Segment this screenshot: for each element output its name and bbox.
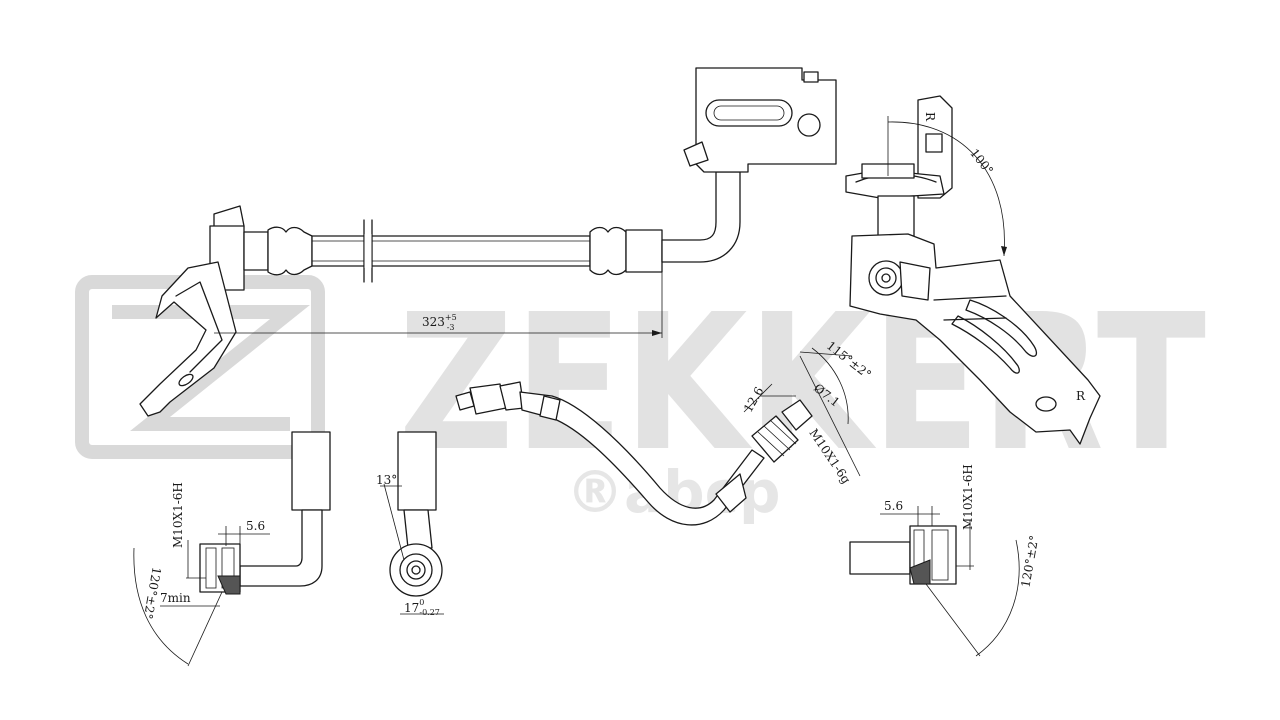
left-bracket-hole	[178, 373, 194, 387]
steel-pipe-bend	[661, 171, 741, 263]
angle-100-arrow	[1001, 246, 1007, 256]
center-detail-sleeve	[397, 431, 437, 511]
right-angle-label: 120°±2°	[1018, 534, 1041, 588]
top-clip-tab	[803, 71, 819, 83]
right-width-label: 5.6	[884, 499, 903, 513]
center-detail-nut	[389, 543, 443, 597]
left-detail: M10X1-6H 5.6 7min 120°±2°	[133, 431, 331, 667]
right-angle-leg	[925, 583, 981, 657]
center-detail-pipe	[403, 509, 433, 549]
top-bracket-slot-inner	[713, 105, 785, 121]
right-lower-mark: R	[1076, 389, 1086, 403]
hose-body	[311, 235, 591, 267]
top-bracket-slot	[705, 99, 793, 127]
mid-pipe-body	[519, 391, 765, 526]
break-gap	[364, 234, 372, 268]
right-bracket-hole	[1035, 396, 1057, 412]
hex-label: 170-0.27	[404, 598, 440, 617]
left-angle-leg	[187, 591, 223, 667]
main-hose	[139, 67, 837, 417]
length-value: 323+5-3	[422, 313, 457, 332]
right-thread-label: M10X1-6H	[961, 464, 975, 530]
center-angle-label: 13°	[376, 473, 397, 487]
left-nut	[243, 231, 269, 271]
right-bracket-slot-1	[965, 299, 1038, 357]
right-upper-mark: R	[923, 112, 937, 122]
right-detail: 5.6 M10X1-6H 120°±2°	[849, 464, 1041, 657]
break-lines	[363, 219, 373, 283]
right-detail-nut-flat-2	[931, 529, 949, 581]
top-clip	[683, 141, 709, 167]
mid-sleeve-2	[715, 473, 747, 513]
right-bracket-slot-2	[951, 315, 1020, 374]
center-detail-nut-hole	[411, 565, 421, 575]
right-upper-nut	[925, 133, 943, 153]
mid-male-thread	[781, 399, 813, 431]
right-bracket-ribs	[933, 295, 1007, 321]
left-width-label: 5.6	[246, 519, 265, 533]
center-detail-nut-inner	[399, 553, 433, 587]
left-ferrule	[267, 226, 313, 276]
right-banjo-nut	[899, 261, 931, 301]
right-pipe	[877, 195, 915, 237]
left-detail-section	[217, 575, 241, 595]
left-min-label: 7min	[160, 591, 191, 605]
right-bracket-assembly: R R	[845, 95, 1101, 445]
length-arrow	[652, 330, 662, 336]
right-ferrule-sleeve	[625, 229, 663, 273]
right-ferrule	[589, 226, 627, 276]
right-banjo	[868, 260, 904, 296]
center-detail-nut-core	[406, 560, 426, 580]
left-bracket	[139, 261, 237, 417]
right-angle-arc	[975, 539, 1020, 657]
length-dimension: 323+5-3	[214, 272, 663, 338]
right-banjo-core	[881, 273, 891, 283]
top-bracket-hole	[797, 113, 821, 137]
mid-nut-lines	[757, 419, 797, 457]
right-detail-section	[909, 559, 931, 585]
left-thread-label: M10X1-6H	[171, 482, 185, 548]
angle-100-arc	[887, 121, 1005, 257]
left-detail-nut-flat	[205, 547, 217, 589]
right-detail-pipe	[849, 541, 911, 575]
right-upper-plate	[917, 95, 953, 199]
dim-line-a	[799, 355, 861, 477]
right-banjo-inner	[875, 267, 897, 289]
center-detail: 13° 170-0.27	[376, 431, 444, 617]
left-angle-label: 120°±2°	[141, 566, 164, 620]
dim-arc-115	[811, 347, 849, 425]
mid-male-nut	[751, 415, 799, 463]
dim-line-d	[799, 351, 853, 357]
angle-100-label: 100°	[967, 146, 996, 177]
left-angle-arc	[133, 547, 189, 665]
middle-pipe	[455, 381, 813, 526]
dim-line-c	[743, 383, 773, 413]
center-angle-leg	[383, 483, 405, 561]
mid-sleeve	[539, 395, 561, 421]
left-detail-sleeve	[291, 431, 331, 511]
left-bracket-fold	[175, 281, 223, 373]
